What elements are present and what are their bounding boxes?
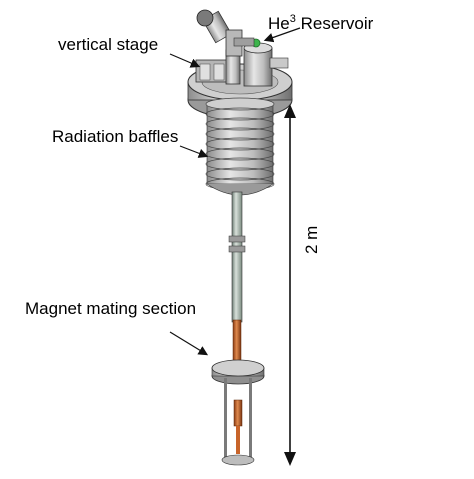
baffle-ring (205, 137, 275, 151)
scale-bar (284, 104, 296, 466)
baffle-ring (205, 157, 275, 171)
vertical-stage-arrow (169, 53, 201, 68)
lower-probe-cage (221, 378, 255, 466)
baffles-arrow (179, 145, 209, 158)
radiation-baffles (205, 97, 275, 196)
baffle-body (206, 103, 274, 185)
he3-label-sup: 3 (289, 13, 296, 25)
he3-label-base: He (268, 14, 290, 33)
leader-arrows (169, 27, 301, 356)
scale-label: 2 m (302, 225, 321, 254)
he3-label-rest: Reservoir (295, 14, 374, 33)
vertical-stage (195, 49, 241, 85)
baffle-ring (205, 117, 275, 131)
main-rod (228, 191, 246, 365)
radiation-baffles-label: Radiation baffles (52, 127, 179, 146)
vertical-stage-label: vertical stage (58, 35, 159, 54)
baffle-ring (205, 127, 275, 141)
magnet-mating-label: Magnet mating section (25, 299, 197, 318)
magnet-mating-arrow (169, 331, 209, 356)
baffle-ring (205, 167, 275, 181)
reservoir-arrow (263, 27, 301, 43)
pump-valve (196, 9, 255, 57)
baffle-ring (205, 107, 275, 121)
magnet-mating-flange (211, 359, 265, 385)
he3-reservoir-label: He3 Reservoir (268, 13, 374, 33)
baffle-ring (205, 97, 275, 111)
